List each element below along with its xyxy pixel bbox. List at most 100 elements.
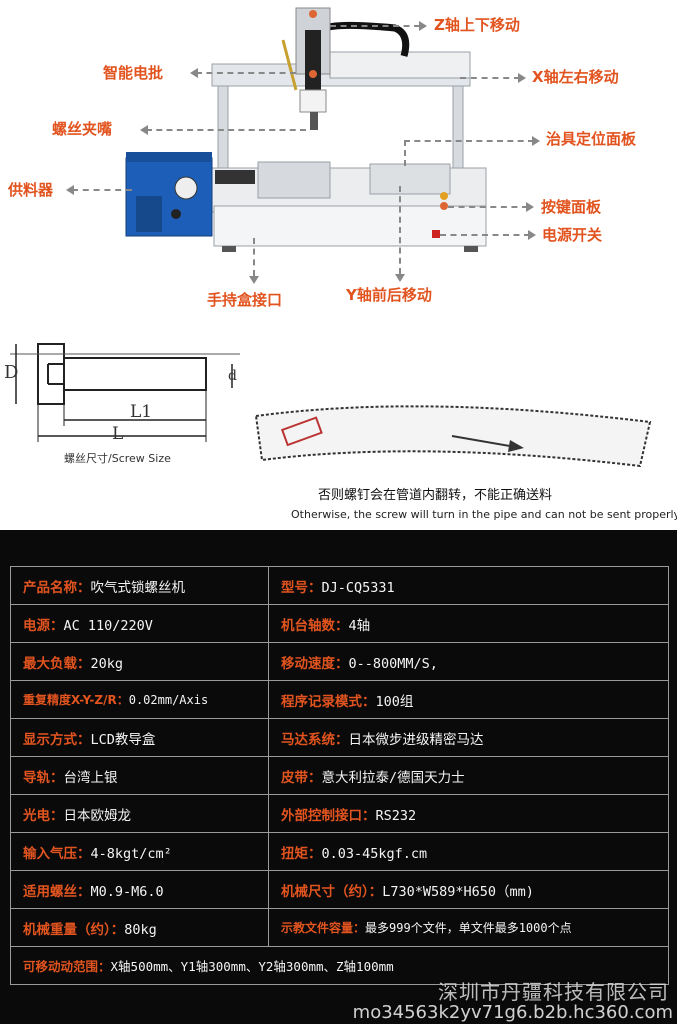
spec-cell: 示教文件容量：最多999个文件，单文件最多1000个点 bbox=[268, 908, 669, 947]
spec-cell: 机台轴数：4轴 bbox=[268, 604, 669, 643]
spec-label: 机械重量（约）： bbox=[23, 921, 125, 938]
spec-value: 0--800MM/S, bbox=[348, 655, 438, 672]
spec-cell: 输入气压：4-8kgt/cm² bbox=[10, 832, 269, 871]
spec-label: 输入气压： bbox=[23, 845, 91, 862]
fixture-arrow bbox=[532, 136, 540, 146]
spec-label: 导轨： bbox=[23, 769, 64, 786]
feeder-arrow bbox=[66, 185, 74, 195]
spec-cell: 外部控制接口：RS232 bbox=[268, 794, 669, 833]
spec-value: 最多999个文件，单文件最多1000个点 bbox=[365, 921, 572, 935]
spec-value: 日本欧姆龙 bbox=[63, 807, 132, 824]
spec-cell: 程序记录模式：100组 bbox=[268, 680, 669, 719]
x-axis-arrow bbox=[518, 73, 526, 83]
pipe-warning-english: Otherwise, the screw will turn in the pi… bbox=[291, 508, 677, 521]
callout-feeder: 供料器 bbox=[8, 181, 54, 199]
nozzle-arrow bbox=[140, 125, 148, 135]
machine-drawing bbox=[125, 7, 487, 252]
power-arrow bbox=[528, 230, 536, 240]
spec-label: 适用螺丝： bbox=[23, 883, 91, 900]
spec-cell: 型号：DJ-CQ5331 bbox=[268, 566, 669, 605]
callout-handheld-port: 手持盒接口 bbox=[207, 291, 283, 309]
spec-cell: 光电：日本欧姆龙 bbox=[10, 794, 269, 833]
table-row: 适用螺丝：M0.9-M6.0 机械尺寸（约）：L730*W589*H650（mm… bbox=[10, 870, 669, 909]
callout-fixture-plate: 治具定位面板 bbox=[546, 130, 637, 148]
spec-value: 日本微步进级精密马达 bbox=[348, 731, 484, 748]
spec-value: AC 110/220V bbox=[63, 617, 153, 634]
spec-label: 最大负载： bbox=[23, 655, 91, 672]
spec-label: 可移动动范围： bbox=[23, 959, 111, 974]
spec-value: L730*W589*H650（mm) bbox=[382, 883, 534, 900]
spec-label: 电源： bbox=[23, 617, 64, 634]
spec-cell: 重复精度X-Y-Z/R：0.02mm/Axis bbox=[10, 680, 269, 719]
spec-value: LCD教导盒 bbox=[90, 731, 156, 748]
spec-cell: 导轨：台湾上银 bbox=[10, 756, 269, 795]
y-axis-arrow bbox=[395, 274, 405, 282]
screwdriver-arrow bbox=[190, 68, 198, 78]
table-row: 重复精度X-Y-Z/R：0.02mm/Axis 程序记录模式：100组 bbox=[10, 680, 669, 719]
spec-label: 机械尺寸（约）： bbox=[281, 883, 383, 900]
spec-value: 0.03-45kgf.cm bbox=[321, 845, 428, 862]
screw-diagram: D d L1 L 螺丝尺寸/Screw Size 否则螺钉会在管道内翻转，不能正… bbox=[0, 330, 677, 530]
spec-label: 光电： bbox=[23, 807, 64, 824]
machine-illustration: Z轴上下移动 智能电批 X轴左右移动 螺丝夹嘴 治具定位面板 供料器 按键面板 … bbox=[0, 0, 677, 330]
y-axis-vline bbox=[399, 186, 401, 274]
spec-value: RS232 bbox=[375, 807, 417, 824]
callout-screwdriver: 智能电批 bbox=[103, 64, 164, 82]
power-line bbox=[440, 234, 530, 236]
spec-value: 80kg bbox=[124, 921, 157, 938]
feeder-line bbox=[72, 189, 132, 191]
spec-value: X轴500mm、Y1轴300mm、Y2轴300mm、Z轴100mm bbox=[110, 959, 394, 974]
table-row: 导轨：台湾上银 皮带：意大利拉泰/德国天力士 bbox=[10, 756, 669, 795]
x-axis-line bbox=[460, 77, 520, 79]
key-panel-arrow bbox=[526, 202, 534, 212]
spec-value: 4轴 bbox=[348, 617, 371, 634]
table-row: 产品名称：吹气式锁螺丝机 型号：DJ-CQ5331 bbox=[10, 566, 669, 605]
label-l: L bbox=[112, 424, 124, 444]
spec-label: 扭矩： bbox=[281, 845, 322, 862]
fixture-vline bbox=[404, 140, 406, 166]
callout-screw-nozzle: 螺丝夹嘴 bbox=[52, 120, 113, 138]
spec-cell: 最大负载：20kg bbox=[10, 642, 269, 681]
spec-label: 移动速度： bbox=[281, 655, 349, 672]
label-d-small: d bbox=[228, 368, 237, 384]
callout-power-switch: 电源开关 bbox=[542, 226, 603, 244]
spec-value: M0.9-M6.0 bbox=[90, 883, 164, 900]
spec-label: 重复精度X-Y-Z/R： bbox=[23, 693, 129, 707]
spec-label: 程序记录模式： bbox=[281, 693, 376, 710]
company-watermark: 深圳市丹疆科技有限公司 bbox=[438, 980, 669, 1004]
table-row: 电源：AC 110/220V 机台轴数：4轴 bbox=[10, 604, 669, 643]
table-row: 显示方式：LCD教导盒 马达系统：日本微步进级精密马达 bbox=[10, 718, 669, 757]
spec-label: 型号： bbox=[281, 579, 322, 596]
spec-cell: 皮带：意大利拉泰/德国天力士 bbox=[268, 756, 669, 795]
handheld-arrow bbox=[249, 276, 259, 284]
spec-value: 20kg bbox=[90, 655, 124, 672]
fixture-line bbox=[404, 140, 534, 142]
label-d-large: D bbox=[4, 362, 19, 383]
label-l1: L1 bbox=[130, 402, 153, 422]
table-row: 可移动动范围：X轴500mm、Y1轴300mm、Y2轴300mm、Z轴100mm bbox=[10, 946, 669, 985]
spec-label: 马达系统： bbox=[281, 731, 349, 748]
spec-label: 示教文件容量： bbox=[281, 921, 366, 935]
spec-cell: 适用螺丝：M0.9-M6.0 bbox=[10, 870, 269, 909]
url-watermark: mo34563k2yv71g6.b2b.hc360.com bbox=[352, 1002, 673, 1023]
spec-panel: 产品名称：吹气式锁螺丝机 型号：DJ-CQ5331 电源：AC 110/220V… bbox=[0, 530, 677, 1024]
spec-value: DJ-CQ5331 bbox=[321, 579, 395, 596]
handheld-vline bbox=[253, 238, 255, 276]
spec-cell: 扭矩：0.03-45kgf.cm bbox=[268, 832, 669, 871]
spec-value: 4-8kgt/cm² bbox=[90, 845, 172, 862]
callout-x-axis: X轴左右移动 bbox=[532, 68, 619, 86]
spec-label: 外部控制接口： bbox=[281, 807, 376, 824]
callout-z-axis: Z轴上下移动 bbox=[434, 16, 520, 34]
z-axis-line bbox=[330, 25, 420, 27]
spec-value: 吹气式锁螺丝机 bbox=[90, 579, 186, 596]
screw-size-caption: 螺丝尺寸/Screw Size bbox=[64, 452, 171, 465]
spec-label: 产品名称： bbox=[23, 579, 91, 596]
spec-cell-wide: 可移动动范围：X轴500mm、Y1轴300mm、Y2轴300mm、Z轴100mm bbox=[10, 946, 669, 985]
spec-cell: 马达系统：日本微步进级精密马达 bbox=[268, 718, 669, 757]
spec-cell: 机械重量（约）：80kg bbox=[10, 908, 269, 947]
spec-cell: 移动速度：0--800MM/S, bbox=[268, 642, 669, 681]
spec-cell: 显示方式：LCD教导盒 bbox=[10, 718, 269, 757]
callout-y-axis: Y轴前后移动 bbox=[346, 286, 432, 304]
spec-table: 产品名称：吹气式锁螺丝机 型号：DJ-CQ5331 电源：AC 110/220V… bbox=[10, 566, 669, 985]
table-row: 机械重量（约）：80kg 示教文件容量：最多999个文件，单文件最多1000个点 bbox=[10, 908, 669, 947]
